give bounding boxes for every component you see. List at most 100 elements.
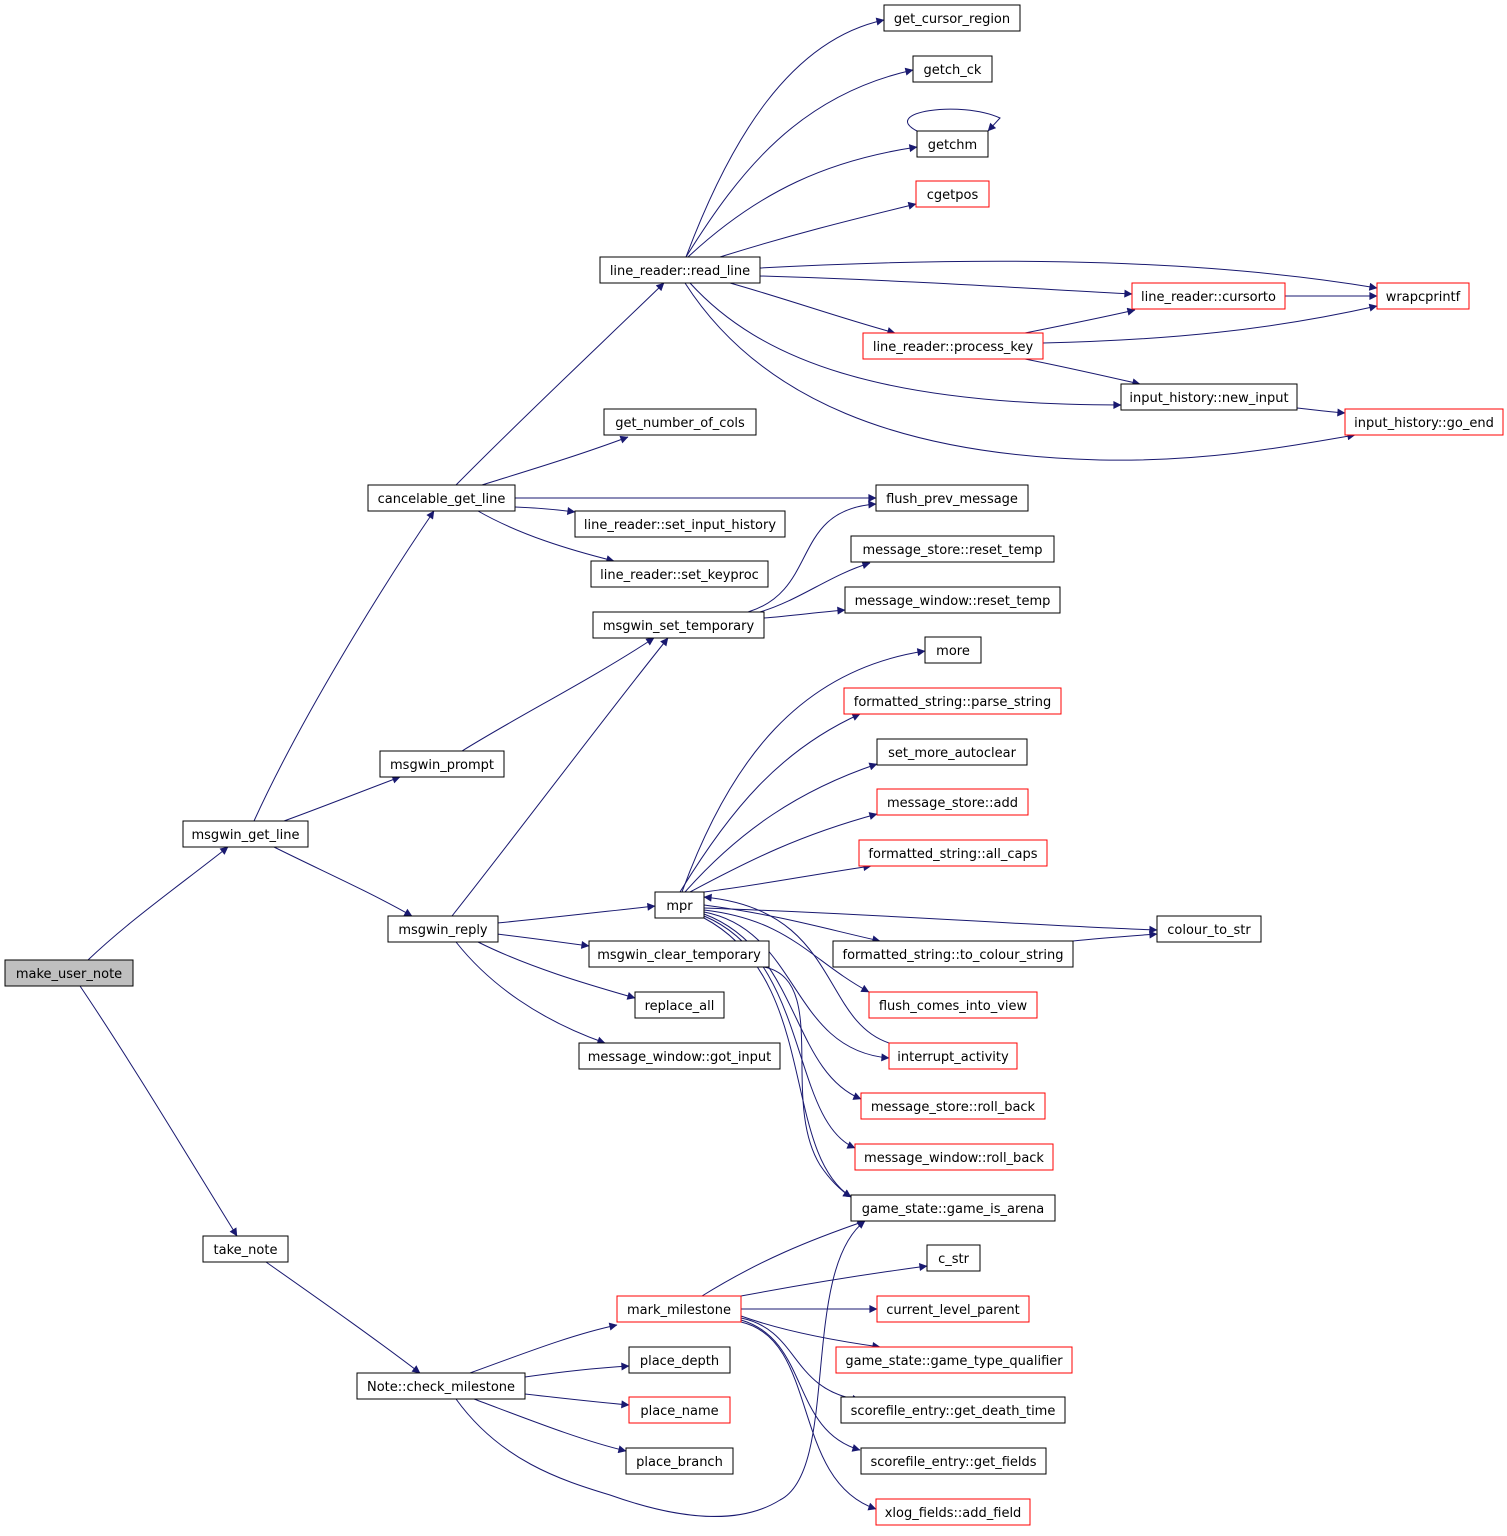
edge-mark-milestone-to-xlog-fields-add-field bbox=[740, 1321, 877, 1511]
node-message-window-got-input[interactable]: message_window::got_input bbox=[578, 1042, 781, 1070]
node-line-reader-set-keyproc[interactable]: line_reader::set_keyproc bbox=[590, 560, 769, 588]
node-label: make_user_note bbox=[16, 967, 122, 982]
edge-line-reader-process-key-to-wrapcprintf bbox=[1042, 303, 1378, 344]
node-label: place_depth bbox=[640, 1354, 719, 1369]
edge-mark-milestone-to-scorefile-entry-get-death-time bbox=[740, 1317, 861, 1403]
node-place-name[interactable]: place_name bbox=[628, 1396, 731, 1424]
node-msgwin-get-line[interactable]: msgwin_get_line bbox=[182, 820, 309, 848]
node-place-branch[interactable]: place_branch bbox=[625, 1447, 734, 1475]
node-label: flush_prev_message bbox=[886, 492, 1018, 507]
edge-getchm-to-getchm bbox=[907, 108, 1001, 132]
node-label: message_window::roll_back bbox=[864, 1151, 1044, 1166]
node-label: get_cursor_region bbox=[894, 12, 1010, 27]
node-message-window-roll-back[interactable]: message_window::roll_back bbox=[854, 1143, 1054, 1171]
node-box bbox=[379, 750, 505, 778]
node-replace-all[interactable]: replace_all bbox=[634, 991, 725, 1019]
node-get-number-of-cols[interactable]: get_number_of_cols bbox=[603, 408, 757, 436]
edge-msgwin-reply-to-mpr bbox=[496, 902, 656, 924]
edge-make-user-note-to-take-note bbox=[79, 985, 238, 1237]
node-box bbox=[616, 1295, 742, 1323]
node-box bbox=[843, 687, 1062, 715]
node-getchm[interactable]: getchm bbox=[916, 130, 989, 158]
node-note-check-milestone[interactable]: Note::check_milestone bbox=[356, 1372, 526, 1400]
node-game-state-game-type-qualifier[interactable]: game_state::game_type_qualifier bbox=[835, 1346, 1073, 1374]
node-msgwin-set-temporary[interactable]: msgwin_set_temporary bbox=[592, 611, 765, 639]
edge-line-reader-read-line-to-line-reader-cursorto bbox=[759, 275, 1133, 298]
node-box bbox=[915, 180, 990, 208]
node-interrupt-activity[interactable]: interrupt_activity bbox=[888, 1042, 1018, 1070]
node-box bbox=[628, 1396, 731, 1424]
node-box bbox=[387, 915, 499, 943]
node-box bbox=[1131, 282, 1286, 310]
edge-cancelable-get-line-to-line-reader-read-line bbox=[455, 282, 665, 486]
node-msgwin-prompt[interactable]: msgwin_prompt bbox=[379, 750, 505, 778]
node-flush-comes-into-view[interactable]: flush_comes_into_view bbox=[868, 991, 1038, 1019]
node-current-level-parent[interactable]: current_level_parent bbox=[876, 1295, 1030, 1323]
node-make-user-note[interactable]: make_user_note bbox=[4, 959, 134, 987]
edge-msgwin-set-temporary-to-message-window-reset-temp bbox=[763, 606, 846, 619]
node-box bbox=[628, 1346, 731, 1374]
node-line-reader-set-input-history[interactable]: line_reader::set_input_history bbox=[574, 510, 786, 538]
node-cancelable-get-line[interactable]: cancelable_get_line bbox=[367, 484, 516, 512]
node-box bbox=[883, 4, 1021, 32]
node-formatted-string-to-colour-string[interactable]: formatted_string::to_colour_string bbox=[832, 940, 1074, 968]
node-box bbox=[875, 484, 1029, 512]
node-label: colour_to_str bbox=[1167, 923, 1251, 938]
node-label: msgwin_prompt bbox=[390, 758, 494, 773]
edge-msgwin-reply-to-replace-all bbox=[477, 941, 636, 1000]
node-cgetpos[interactable]: cgetpos bbox=[915, 180, 990, 208]
node-line-reader-process-key[interactable]: line_reader::process_key bbox=[862, 332, 1044, 360]
node-label: formatted_string::parse_string bbox=[854, 695, 1051, 710]
node-scorefile-entry-get-fields[interactable]: scorefile_entry::get_fields bbox=[860, 1447, 1047, 1475]
node-mpr[interactable]: mpr bbox=[654, 891, 705, 919]
node-take-note[interactable]: take_note bbox=[202, 1235, 289, 1263]
node-msgwin-clear-temporary[interactable]: msgwin_clear_temporary bbox=[588, 940, 770, 968]
node-wrapcprintf[interactable]: wrapcprintf bbox=[1376, 282, 1470, 310]
node-input-history-go-end[interactable]: input_history::go_end bbox=[1344, 408, 1504, 436]
node-line-reader-read-line[interactable]: line_reader::read_line bbox=[599, 256, 761, 284]
node-place-depth[interactable]: place_depth bbox=[628, 1346, 731, 1374]
node-label: c_str bbox=[938, 1252, 970, 1267]
node-formatted-string-all-caps[interactable]: formatted_string::all_caps bbox=[858, 839, 1048, 867]
node-flush-prev-message[interactable]: flush_prev_message bbox=[875, 484, 1029, 512]
node-label: line_reader::read_line bbox=[610, 264, 750, 279]
node-getch-ck[interactable]: getch_ck bbox=[912, 55, 993, 83]
node-label: getch_ck bbox=[924, 63, 982, 78]
edge-msgwin-set-temporary-to-flush-prev-message bbox=[747, 500, 877, 613]
node-label: flush_comes_into_view bbox=[879, 999, 1028, 1014]
node-box bbox=[574, 510, 786, 538]
node-message-store-reset-temp[interactable]: message_store::reset_temp bbox=[850, 535, 1055, 563]
node-box bbox=[854, 1143, 1054, 1171]
node-box bbox=[590, 560, 769, 588]
node-game-state-game-is-arena[interactable]: game_state::game_is_arena bbox=[850, 1194, 1056, 1222]
node-message-store-roll-back[interactable]: message_store::roll_back bbox=[860, 1092, 1046, 1120]
node-get-cursor-region[interactable]: get_cursor_region bbox=[883, 4, 1021, 32]
node-xlog-fields-add-field[interactable]: xlog_fields::add_field bbox=[875, 1498, 1031, 1526]
node-box bbox=[850, 535, 1055, 563]
node-box bbox=[835, 1346, 1073, 1374]
node-box bbox=[4, 959, 134, 987]
node-scorefile-entry-get-death-time[interactable]: scorefile_entry::get_death_time bbox=[840, 1396, 1066, 1424]
edge-cancelable-get-line-to-line-reader-set-input-history bbox=[514, 506, 576, 515]
node-c-str[interactable]: c_str bbox=[926, 1244, 981, 1272]
edge-cancelable-get-line-to-line-reader-set-keyproc bbox=[477, 510, 615, 564]
node-message-store-add[interactable]: message_store::add bbox=[876, 788, 1029, 816]
node-set-more-autoclear[interactable]: set_more_autoclear bbox=[876, 738, 1028, 766]
node-box bbox=[844, 586, 1061, 614]
edge-take-note-to-note-check-milestone bbox=[265, 1261, 421, 1374]
node-box bbox=[1376, 282, 1470, 310]
node-label: scorefile_entry::get_death_time bbox=[851, 1404, 1056, 1419]
node-more[interactable]: more bbox=[924, 636, 982, 664]
node-mark-milestone[interactable]: mark_milestone bbox=[616, 1295, 742, 1323]
node-msgwin-reply[interactable]: msgwin_reply bbox=[387, 915, 499, 943]
edge-mpr-to-interrupt-activity bbox=[703, 911, 890, 1062]
node-line-reader-cursorto[interactable]: line_reader::cursorto bbox=[1131, 282, 1286, 310]
node-formatted-string-parse-string[interactable]: formatted_string::parse_string bbox=[843, 687, 1062, 715]
node-colour-to-str[interactable]: colour_to_str bbox=[1156, 915, 1262, 943]
edge-note-check-milestone-to-place-name bbox=[524, 1393, 630, 1409]
edge-mark-milestone-to-game-state-game-is-arena bbox=[701, 1219, 866, 1297]
edge-msgwin-prompt-to-msgwin-set-temporary bbox=[461, 637, 655, 752]
node-input-history-new-input[interactable]: input_history::new_input bbox=[1120, 383, 1298, 411]
node-message-window-reset-temp[interactable]: message_window::reset_temp bbox=[844, 586, 1061, 614]
